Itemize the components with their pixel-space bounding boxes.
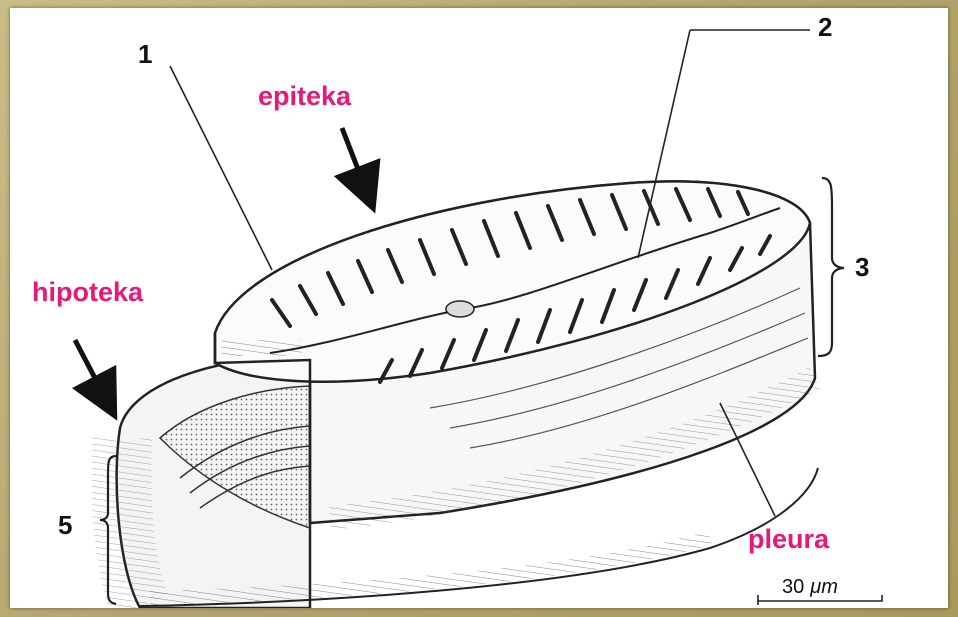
leader-line-1 xyxy=(170,66,272,270)
scale-bar-unit: μm xyxy=(809,576,838,598)
label-pleura: pleura xyxy=(748,524,830,554)
label-2: 2 xyxy=(818,12,832,42)
hipoteka-arrow xyxy=(75,340,108,403)
label-5: 5 xyxy=(58,510,72,540)
bracket-3 xyxy=(818,178,844,356)
label-epiteka: epiteka xyxy=(258,81,352,111)
label-hipoteka: hipoteka xyxy=(32,277,144,307)
hypotheca-shape xyxy=(117,358,310,608)
label-3: 3 xyxy=(855,252,869,282)
label-1: 1 xyxy=(138,39,152,69)
scale-bar-value: 30 xyxy=(782,576,804,598)
epiteka-arrow xyxy=(342,128,368,195)
